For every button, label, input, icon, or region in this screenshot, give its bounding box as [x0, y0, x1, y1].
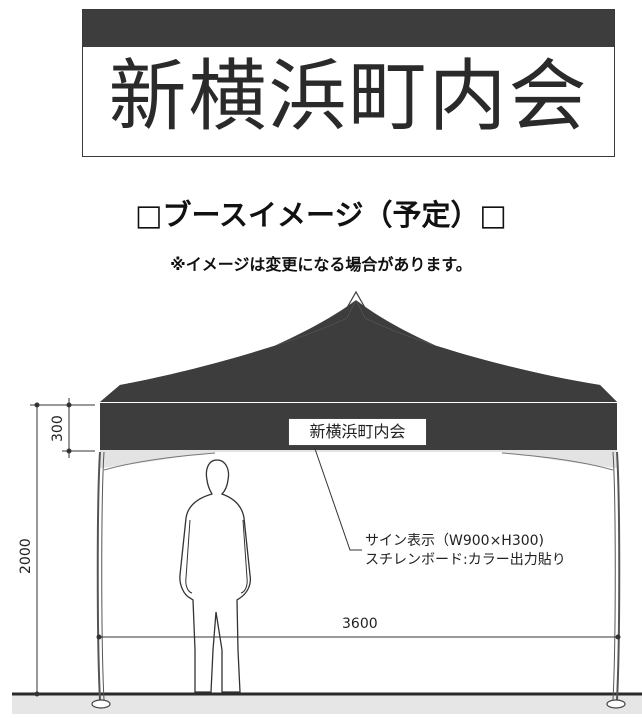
width-dimension-end-left — [96, 634, 102, 640]
sign-height-end-top — [66, 402, 72, 408]
tent-left-leg — [96, 451, 101, 701]
person-left-arm — [185, 519, 193, 594]
tent-right-leg — [616, 451, 621, 701]
ground-shadow — [12, 694, 642, 714]
callout-line-1: サイン表示（W900×H300) — [365, 533, 545, 549]
height-dimension-end-bottom — [34, 691, 40, 697]
person-silhouette — [179, 459, 252, 693]
tent-roof-peak — [339, 290, 373, 321]
signboard-top-band — [83, 10, 614, 47]
width-dimension-label: 3600 — [342, 616, 378, 632]
tent-left-foot — [91, 699, 111, 709]
callout-leader — [313, 445, 362, 551]
tent-sign-label: 新横浜町内会 — [288, 418, 427, 446]
width-dimension-end-right — [615, 634, 621, 640]
booth-image-title: □ブースイメージ（予定）□ — [135, 198, 507, 232]
booth-image-note: ※イメージは変更になる場合があります。 — [170, 255, 472, 274]
tent-right-foot — [606, 699, 626, 709]
tent-right-curve — [501, 452, 614, 471]
height-dimension-label: 2000 — [18, 538, 34, 574]
signboard-preview: 新横浜町内会 — [82, 9, 615, 157]
signboard-name: 新横浜町内会 — [108, 52, 589, 142]
person-right-arm — [240, 519, 248, 594]
tent-left-leg-inner — [101, 451, 105, 701]
callout-line-2: スチレンボード:カラー出力貼り — [365, 552, 566, 568]
tent-roof-fill — [100, 300, 617, 402]
tent-right-leg-inner — [612, 451, 616, 701]
tent-left-curve — [103, 452, 216, 471]
sign-height-dimension-label: 300 — [50, 415, 66, 442]
tent-inner-shade — [100, 450, 617, 468]
